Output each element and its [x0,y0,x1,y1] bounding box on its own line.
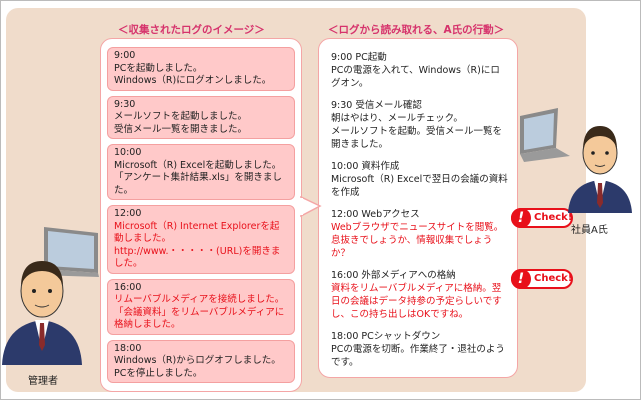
action-heading: ＜ログから読み取れる、A氏の行動＞ [328,24,505,36]
action-entry: 12:00 Webアクセス Webブラウザでニュースサイトを閲覧。息抜きでしょうか… [331,208,573,260]
action-text: 朝はやはり、メールチェック。 メールソフトを起動。受信メール一覧を開きました。 [331,113,503,150]
log-line: リムーバブルメディアを接続しました。 [114,294,285,305]
check-badge: !Check! [511,208,573,228]
action-title: 12:00 Webアクセス [331,209,420,220]
action-title: 16:00 外部メディアへの格納 [331,270,456,281]
action-title: 10:00 資料作成 [331,161,400,172]
exclamation-icon: ! [511,208,531,228]
log-time: 12:00 [114,208,142,219]
action-text: PCの電源を入れて、Windows（R)にログオン。 [331,65,500,89]
manager-illustration [2,227,99,365]
action-entry: 18:00 PCシャットダウン PCの電源を切断。作業終了・退社のようです。 [331,330,509,369]
log-time: 16:00 [114,281,142,293]
check-label: Check! [534,212,573,223]
action-entry: 9:30 受信メール確認朝はやはり、メールチェック。 メールソフトを起動。受信メ… [331,99,509,151]
log-line: 「会議資料」をリムーバブルメディアに格納しました。 [114,306,285,331]
log-time: 9:00 [114,50,136,61]
log-line: 受信メール一覧を開きました。 [114,123,248,135]
manager-label: 管理者 [28,376,58,387]
check-label: Check! [534,273,573,284]
pointer-arrow [300,196,322,218]
action-title: 9:30 受信メール確認 [331,100,422,111]
check-badge: !Check! [511,269,573,289]
exclamation-icon: ! [511,269,531,289]
log-time: 18:00 [114,342,142,354]
log-line: Microsoft（R) Internet Explorerを起動しました。 [114,220,280,245]
laptop-icon [520,108,570,162]
log-line: メールソフトを起動しました。 [114,111,248,122]
log-line: PCを停止しました。 [114,367,203,379]
person-icon [568,126,632,213]
person-icon [2,261,82,365]
action-entry: 10:00 資料作成 Microsoft（R) Excelで翌日の会議の資料を作成 [331,160,509,199]
employee-label: 社員A氏 [571,225,608,236]
log-time: 10:00 [114,147,142,158]
action-text: Microsoft（R) Excelで翌日の会議の資料を作成 [331,174,508,198]
log-line: Windows（R)にログオンしました。 [114,75,272,86]
action-text: PCの電源を切断。作業終了・退社のようです。 [331,344,505,368]
action-title: 9:00 PC起動 [331,52,387,63]
log-line: 「アンケート集計結果.xls」を開きました。 [114,172,282,196]
action-entry: 9:00 PC起動 PCの電源を入れて、Windows（R)にログオン。 [331,51,509,90]
action-text: Webブラウザでニュースサイトを閲覧。息抜きでしょうか、情報収集でしょうか？ [331,222,504,259]
action-title: 18:00 PCシャットダウン [331,331,441,342]
log-heading: ＜収集されたログのイメージ＞ [118,24,265,36]
employee-illustration [520,108,632,213]
log-line: PCを起動しました。 [114,62,203,74]
action-panel: 9:00 PC起動 PCの電源を入れて、Windows（R)にログオン。 9:30 … [318,38,573,378]
log-line: http://www.・・・・・(URL)を開きました。 [114,245,281,270]
action-text: 資料をリムーバブルメディアに格納。翌日の会議はデータ持参の予定らしいですし、この… [331,283,502,320]
log-line: Windows（R)からログオフしました。 [114,355,281,366]
log-time: 9:30 [114,98,136,110]
action-entry: 16:00 外部メディアへの格納資料をリムーバブルメディアに格納。翌日の会議はデ… [331,269,573,321]
log-line: Microsoft（R) Excelを起動しました。 [114,159,282,171]
